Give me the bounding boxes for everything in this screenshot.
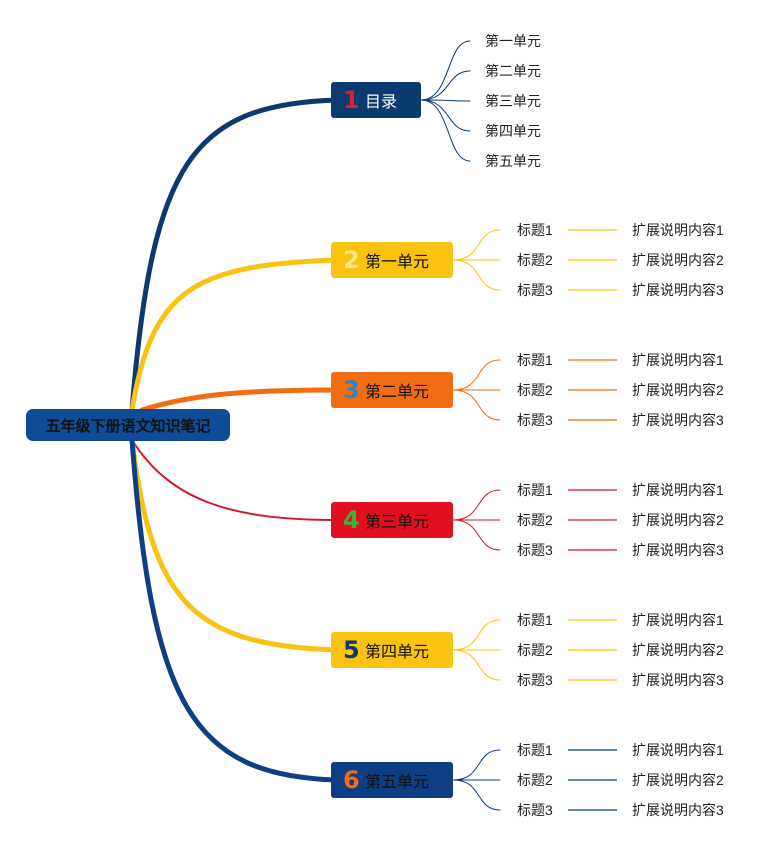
toc-item[interactable]: 第四单元 [485,123,541,139]
subtopic-connector [452,619,501,651]
subtopic-detail[interactable]: 扩展说明内容3 [632,412,724,428]
branch-connector-2 [129,257,339,413]
branch-connector-6 [129,437,339,783]
branch-number-6: 6 [343,766,360,794]
subtopic-title[interactable]: 标题3 [517,542,553,558]
subtopic-title[interactable]: 标题2 [517,512,553,528]
branch-topic-2[interactable]: 2 第一单元 [331,242,453,278]
subtopic-detail[interactable]: 扩展说明内容3 [632,672,724,688]
subtopic-title[interactable]: 标题1 [517,742,553,758]
subtopic-connector [452,489,501,521]
branch-number-4: 4 [343,506,360,534]
subtopic-connector [452,229,501,261]
subtopic-detail[interactable]: 扩展说明内容3 [632,282,724,298]
subtopic-detail[interactable]: 扩展说明内容2 [632,252,724,268]
subtopic-connector [452,779,501,811]
subtopic-connector [452,519,501,551]
branch-label-3: 第二单元 [365,384,430,401]
subtopic-title[interactable]: 标题1 [517,352,553,368]
subtopic-title[interactable]: 标题3 [517,672,553,688]
toc-item[interactable]: 第三单元 [485,93,541,109]
root-topic[interactable]: 五年级下册语文知识笔记 [26,409,230,441]
subtopic-title[interactable]: 标题3 [517,802,553,818]
subtopic-detail[interactable]: 扩展说明内容1 [632,222,724,238]
toc-connector [420,99,471,132]
branch-label-2: 第一单元 [365,254,430,271]
subtopic-detail[interactable]: 扩展说明内容3 [632,542,724,558]
branch-connector-1 [129,97,339,413]
subtopic-connector [452,359,501,391]
branch-label-5: 第四单元 [365,644,430,661]
subtopic-detail[interactable]: 扩展说明内容2 [632,382,724,398]
branch-connector-5 [129,437,339,653]
toc-connector [420,40,471,101]
toc-item[interactable]: 第一单元 [485,33,541,49]
toc-connector [420,99,471,102]
subtopic-title[interactable]: 标题1 [517,222,553,238]
subtopic-connector [452,649,501,681]
subtopic-connector [452,259,501,291]
subtopic-connector [452,389,501,421]
branch-topic-3[interactable]: 3 第二单元 [331,372,453,408]
toc-connector [420,70,471,101]
branch-number-2: 2 [343,246,360,274]
branch-label-1: 目录 [365,94,398,111]
subtopic-title[interactable]: 标题1 [517,612,553,628]
branch-connector-3 [139,387,339,413]
branch-label-6: 第五单元 [365,774,430,791]
subtopic-detail[interactable]: 扩展说明内容1 [632,482,724,498]
subtopic-title[interactable]: 标题2 [517,642,553,658]
branch-number-5: 5 [343,636,360,664]
subtopic-detail[interactable]: 扩展说明内容2 [632,772,724,788]
subtopic-title[interactable]: 标题2 [517,252,553,268]
subtopic-title[interactable]: 标题3 [517,412,553,428]
branch-topic-4[interactable]: 4 第三单元 [331,502,453,538]
subtopic-detail[interactable]: 扩展说明内容3 [632,802,724,818]
subtopic-detail[interactable]: 扩展说明内容2 [632,642,724,658]
toc-connector [420,99,471,162]
branch-topic-5[interactable]: 5 第四单元 [331,632,453,668]
subtopic-detail[interactable]: 扩展说明内容1 [632,612,724,628]
branch-number-3: 3 [343,376,360,404]
toc-item[interactable]: 第二单元 [485,63,541,79]
branch-label-4: 第三单元 [365,514,430,531]
subtopic-connector [452,749,501,781]
root-topic-label: 五年级下册语文知识笔记 [45,417,211,435]
subtopic-title[interactable]: 标题1 [517,482,553,498]
subtopic-detail[interactable]: 扩展说明内容1 [632,742,724,758]
subtopic-title[interactable]: 标题2 [517,772,553,788]
branch-connector-4 [131,439,337,521]
subtopic-title[interactable]: 标题2 [517,382,553,398]
branch-topic-6[interactable]: 6 第五单元 [331,762,453,798]
subtopic-title[interactable]: 标题3 [517,282,553,298]
branch-topic-1[interactable]: 1 目录 [331,82,421,118]
subtopic-detail[interactable]: 扩展说明内容2 [632,512,724,528]
subtopic-detail[interactable]: 扩展说明内容1 [632,352,724,368]
branch-number-1: 1 [343,86,360,114]
toc-item[interactable]: 第五单元 [485,153,541,169]
